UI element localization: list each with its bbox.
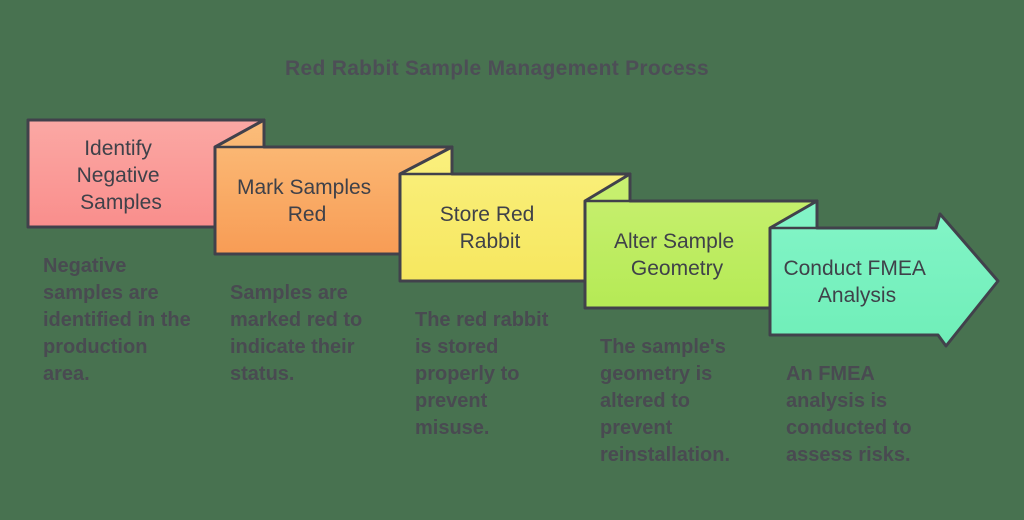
label-line: Identify (84, 137, 152, 160)
step-card-2: Mark Samples Red Samples are marked red … (213, 118, 454, 385)
description-line: assess risks. (786, 444, 911, 466)
description-line: prevent (415, 390, 488, 412)
step-4-label: Alter Sample Geometry (614, 230, 740, 280)
description-line: is stored (415, 336, 498, 358)
step-3-description: The red rabbit is stored properly to pre… (415, 309, 554, 439)
step-1-label: Identify Negative Samples (77, 137, 166, 214)
description-line: indicate their (230, 336, 355, 358)
label-line: Conduct FMEA (783, 257, 925, 280)
step-2-label: Mark Samples Red (237, 176, 377, 226)
description-line: misuse. (415, 417, 489, 439)
description-line: production (43, 336, 147, 358)
label-line: Rabbit (460, 230, 521, 253)
label-line: Geometry (631, 257, 724, 280)
label-line: Red (288, 203, 327, 226)
label-line: Analysis (818, 284, 896, 307)
description-line: The sample's (600, 336, 726, 358)
label-line: Alter Sample (614, 230, 734, 253)
step-3-label: Store Red Rabbit (440, 203, 540, 253)
step-5-label: Conduct FMEA Analysis (783, 257, 930, 307)
step-4-description: The sample's geometry is altered to prev… (600, 336, 731, 466)
description-line: reinstallation. (600, 444, 730, 466)
description-line: altered to (600, 390, 690, 412)
description-line: geometry is (600, 363, 712, 385)
step-1-description: Negative samples are identified in the p… (43, 255, 196, 385)
step-card-1: Identify Negative Samples Negative sampl… (26, 118, 266, 385)
description-line: conducted to (786, 417, 912, 439)
label-line: Store Red (440, 203, 535, 226)
description-line: status. (230, 363, 294, 385)
description-line: The red rabbit (415, 309, 549, 331)
description-line: properly to (415, 363, 519, 385)
step-2-description: Samples are marked red to indicate their… (230, 282, 368, 385)
step-card-4: Alter Sample Geometry The sample's geome… (583, 172, 819, 466)
description-line: marked red to (230, 309, 362, 331)
diagram-title: Red Rabbit Sample Management Process (285, 57, 709, 80)
label-line: Mark Samples (237, 176, 371, 199)
description-line: Samples are (230, 282, 348, 304)
description-line: An FMEA (786, 363, 874, 385)
description-line: area. (43, 363, 90, 385)
step-card-3: Store Red Rabbit The red rabbit is store… (398, 145, 632, 439)
step-card-5: Conduct FMEA Analysis An FMEA analysis i… (768, 199, 1000, 466)
description-line: prevent (600, 417, 673, 439)
description-line: Negative (43, 255, 126, 277)
description-line: analysis is (786, 390, 887, 412)
description-line: identified in the (43, 309, 191, 331)
description-line: samples are (43, 282, 159, 304)
label-line: Samples (80, 191, 162, 214)
step-5-arrow-shape (768, 199, 1000, 348)
step-5-description: An FMEA analysis is conducted to assess … (786, 363, 917, 466)
label-line: Negative (77, 164, 160, 187)
